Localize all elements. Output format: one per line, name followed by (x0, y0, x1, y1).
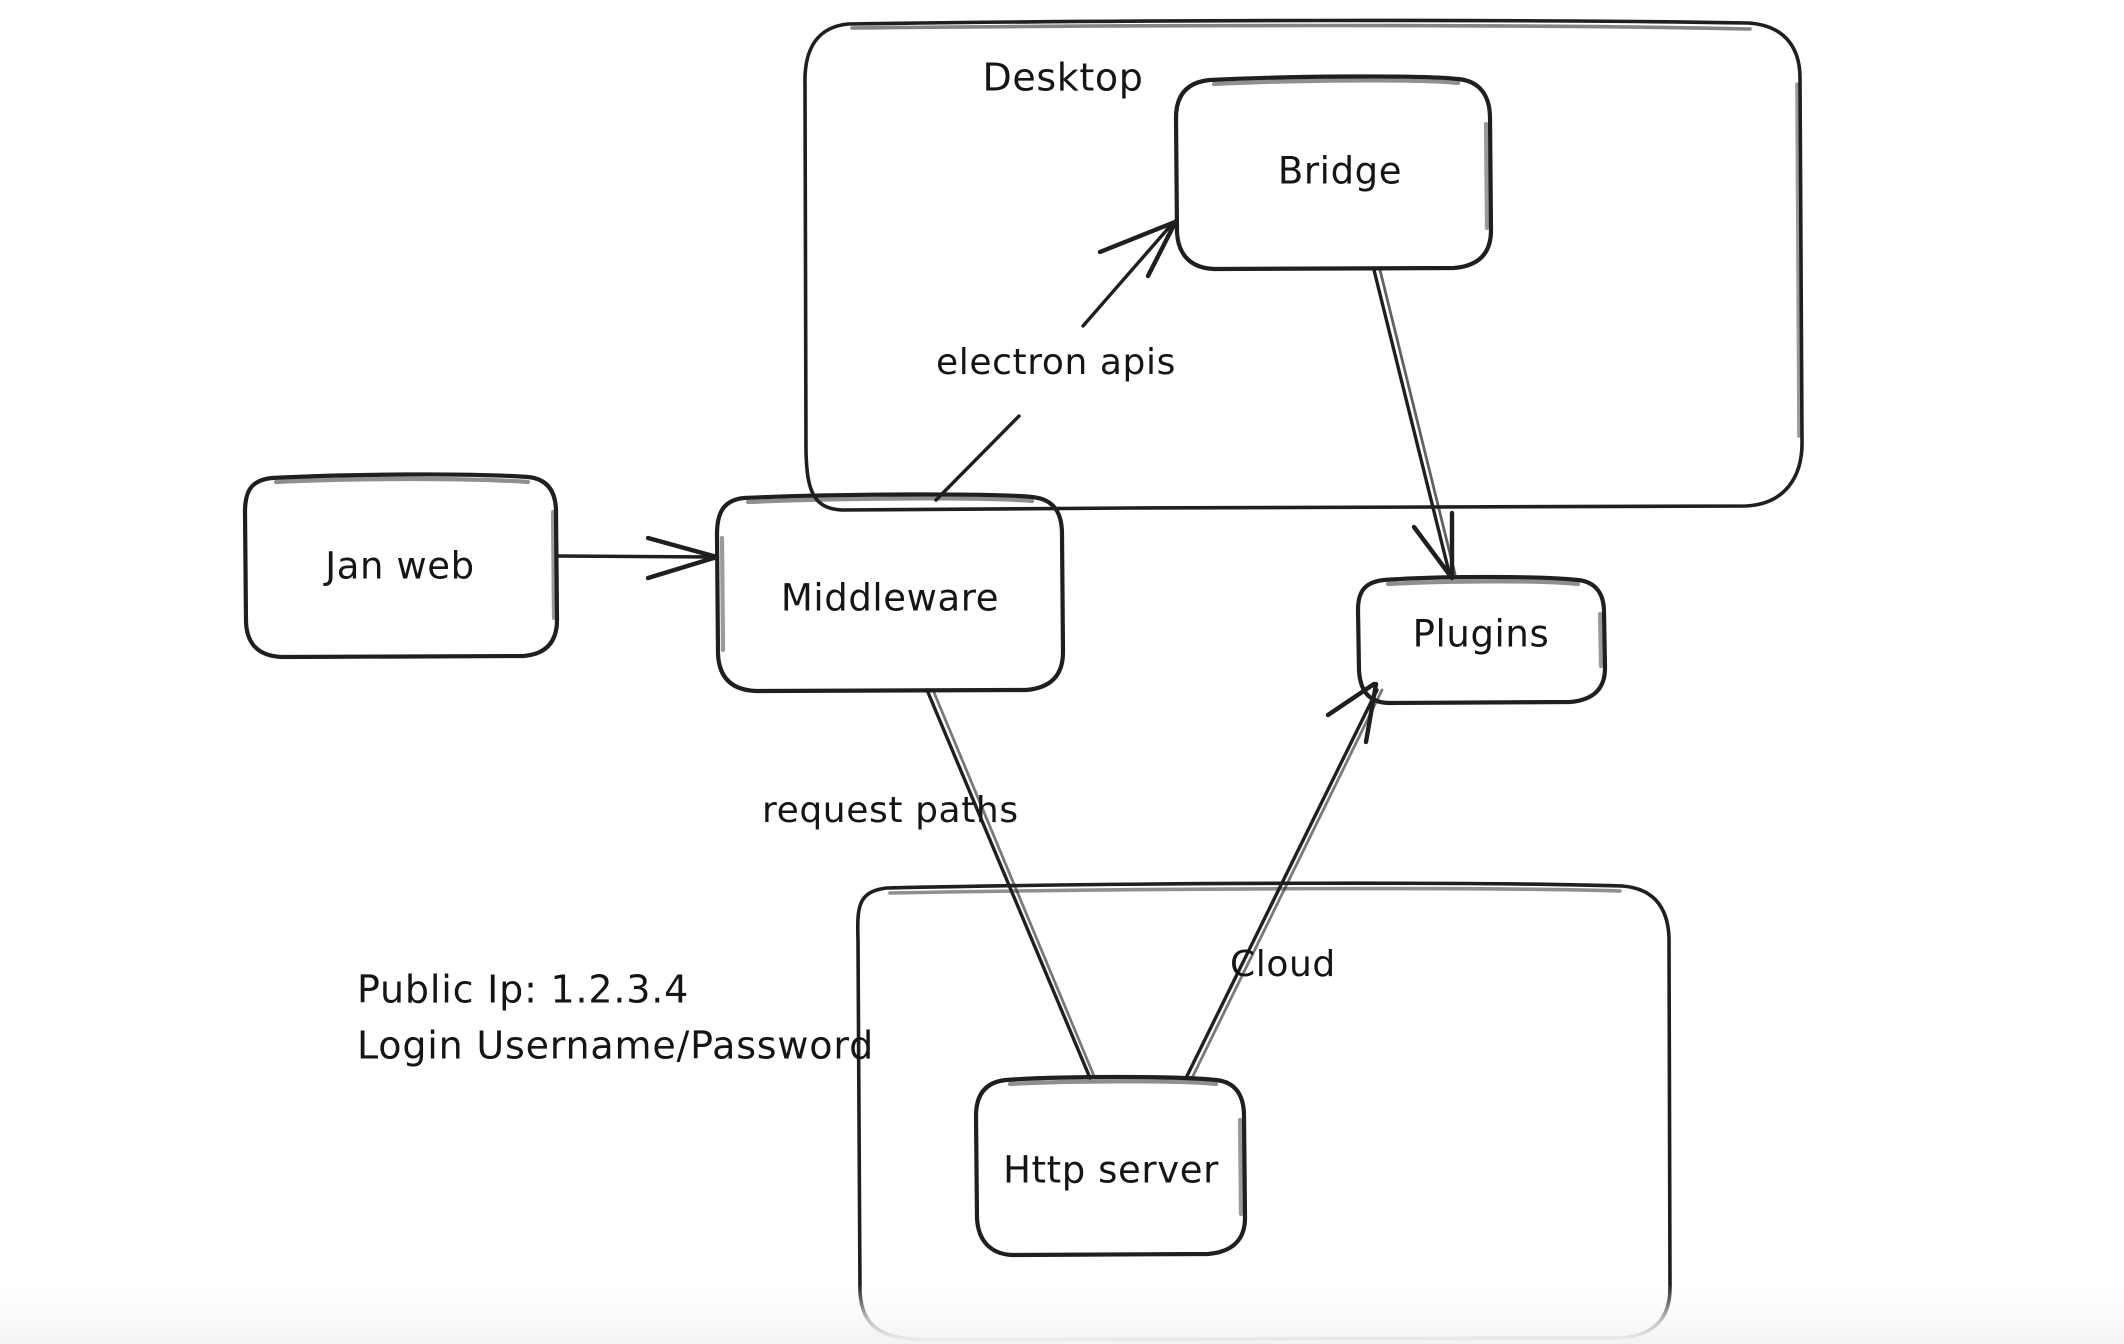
edge-label-request-paths: request paths (762, 790, 1019, 831)
note-login: Login Username/Password (357, 1024, 874, 1068)
node-label-jan-web: Jan web (323, 545, 475, 588)
edge-middleware-to-http-server: request paths (762, 688, 1096, 1080)
node-jan-web[interactable]: Jan web (242, 472, 560, 660)
node-label-middleware: Middleware (781, 577, 999, 620)
notes-block: Public Ip: 1.2.3.4 Login Username/Passwo… (357, 968, 874, 1068)
node-label-plugins: Plugins (1413, 613, 1550, 656)
edge-middleware-to-bridge: electron apis (934, 218, 1179, 502)
node-plugins[interactable]: Plugins (1355, 574, 1608, 706)
node-label-bridge: Bridge (1278, 150, 1402, 193)
edge-label-cloud: Cloud (1230, 944, 1336, 985)
group-title-desktop: Desktop (983, 56, 1144, 100)
group-desktop: Desktop (803, 18, 1804, 512)
node-label-http-server: Http server (1003, 1149, 1219, 1192)
note-public-ip: Public Ip: 1.2.3.4 (357, 968, 689, 1012)
edge-jan-web-to-middleware (555, 535, 720, 581)
edge-label-electron-apis: electron apis (936, 342, 1176, 383)
edge-http-server-to-plugins: Cloud (1184, 681, 1384, 1080)
edge-bridge-to-plugins (1372, 268, 1457, 581)
node-middleware[interactable]: Middleware (714, 492, 1066, 694)
node-bridge[interactable]: Bridge (1173, 74, 1494, 272)
node-http-server[interactable]: Http server (973, 1074, 1248, 1258)
